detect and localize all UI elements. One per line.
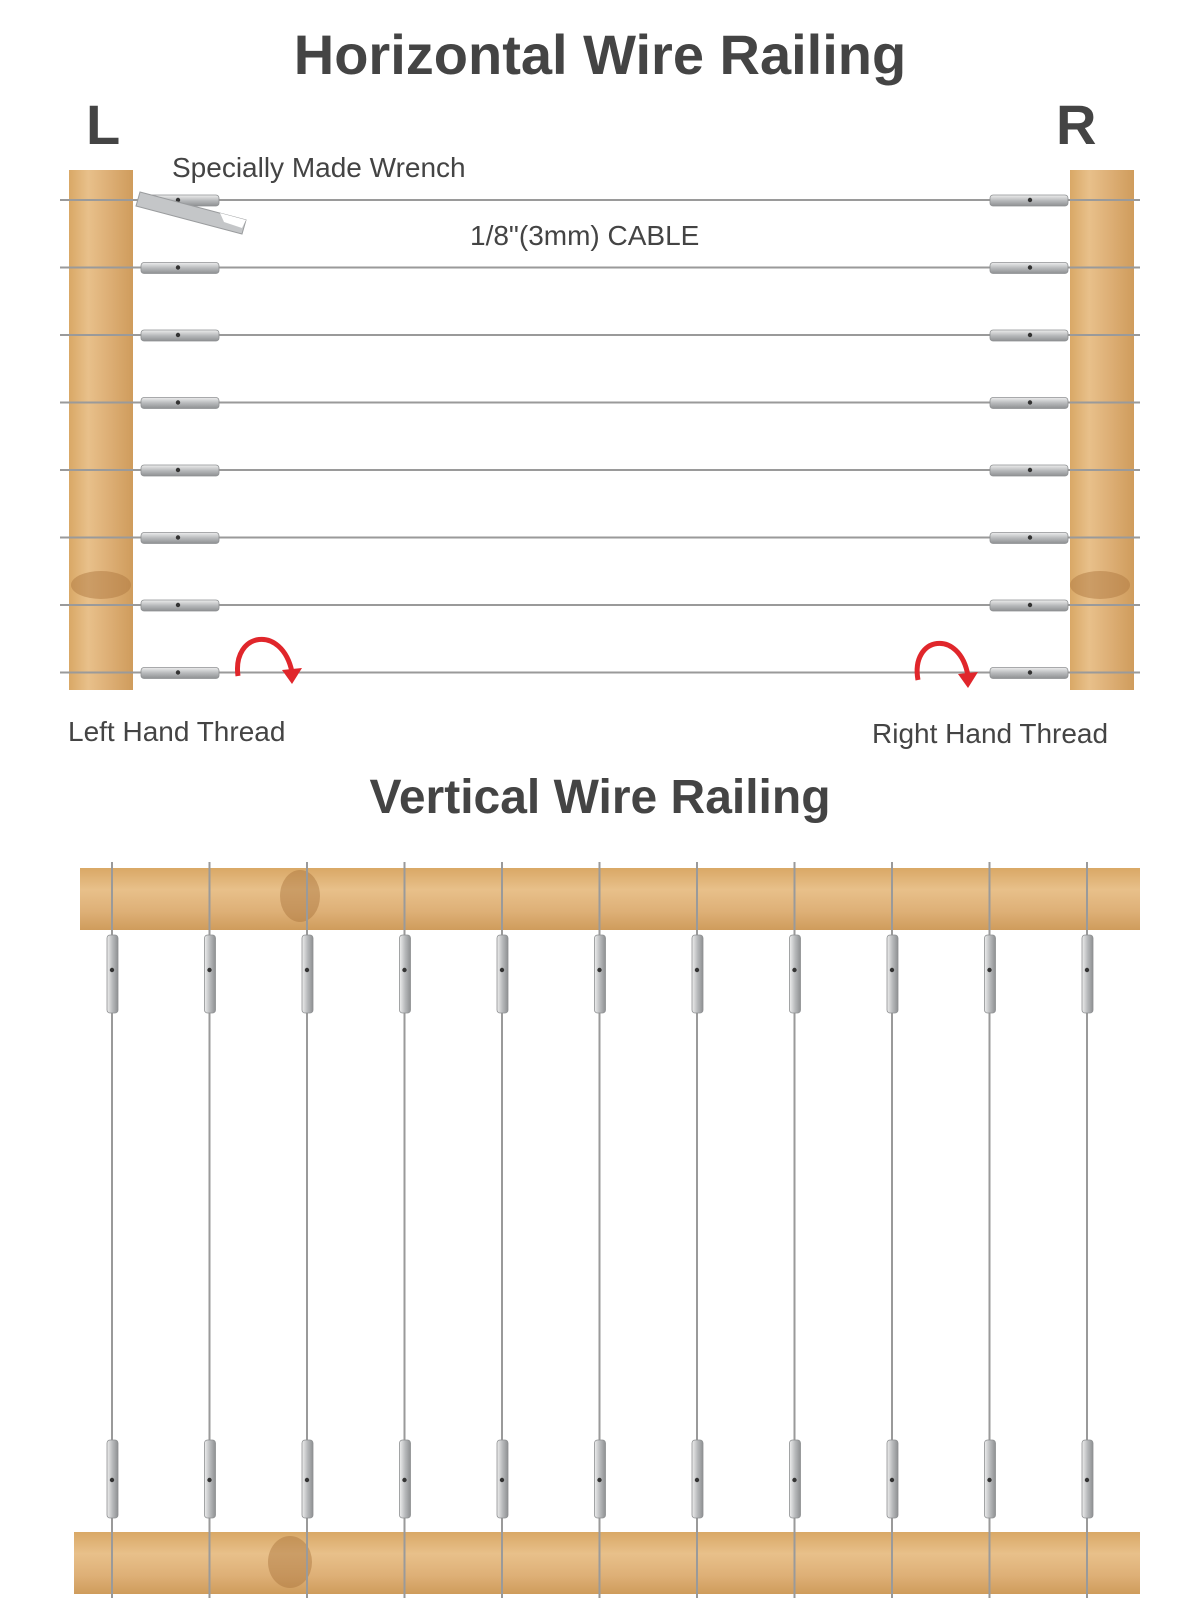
bottom-rail <box>74 1532 1140 1594</box>
vertical-cables <box>106 862 1094 1598</box>
horizontal-cable <box>60 194 1140 207</box>
horizontal-cable <box>60 329 1140 342</box>
cable-label: 1/8"(3mm) CABLE <box>470 220 700 251</box>
horizontal-cable <box>60 397 1140 409</box>
turnbuckle-fitting <box>399 934 411 1014</box>
vertical-cable <box>594 862 606 1598</box>
curved-arrow-icon <box>235 636 302 684</box>
right-post <box>1070 170 1134 690</box>
vertical-cable <box>496 862 509 1598</box>
wrench-label: Specially Made Wrench <box>172 152 466 183</box>
turnbuckle-fitting <box>301 934 314 1014</box>
vertical-cable <box>886 862 899 1598</box>
vertical-cable <box>204 862 216 1598</box>
vertical-cable <box>399 862 411 1598</box>
horizontal-cable <box>60 599 1140 612</box>
left-post-letter: L <box>86 93 121 156</box>
turnbuckle-fitting <box>204 934 216 1014</box>
turnbuckle-fitting <box>886 934 899 1014</box>
right-thread-label: Right Hand Thread <box>872 718 1109 749</box>
vertical-cable <box>984 862 996 1598</box>
vertical-title: Vertical Wire Railing <box>369 771 831 824</box>
vertical-cable <box>106 862 119 1598</box>
vertical-cable <box>301 862 314 1598</box>
horizontal-cable <box>60 667 1140 679</box>
horizontal-cables <box>60 194 1140 679</box>
right-post-letter: R <box>1056 93 1097 156</box>
turnbuckle-fitting <box>106 934 119 1014</box>
vertical-cable <box>691 862 704 1598</box>
horizontal-cable <box>60 532 1140 544</box>
left-thread-label: Left Hand Thread <box>68 716 286 747</box>
left-post <box>69 170 133 690</box>
curved-arrow-icon <box>914 640 978 688</box>
turnbuckle-fitting <box>594 934 606 1014</box>
horizontal-cable <box>60 262 1140 274</box>
vertical-cable <box>789 862 801 1598</box>
turnbuckle-fitting <box>984 934 996 1014</box>
turnbuckle-fitting <box>789 934 801 1014</box>
top-rail <box>80 868 1140 930</box>
wrench-icon <box>135 191 247 235</box>
turnbuckle-fitting <box>496 934 509 1014</box>
horizontal-title: Horizontal Wire Railing <box>293 23 907 86</box>
turnbuckle-fitting <box>1081 934 1094 1014</box>
vertical-cable <box>1081 862 1094 1598</box>
horizontal-cable <box>60 464 1140 477</box>
turnbuckle-fitting <box>691 934 704 1014</box>
